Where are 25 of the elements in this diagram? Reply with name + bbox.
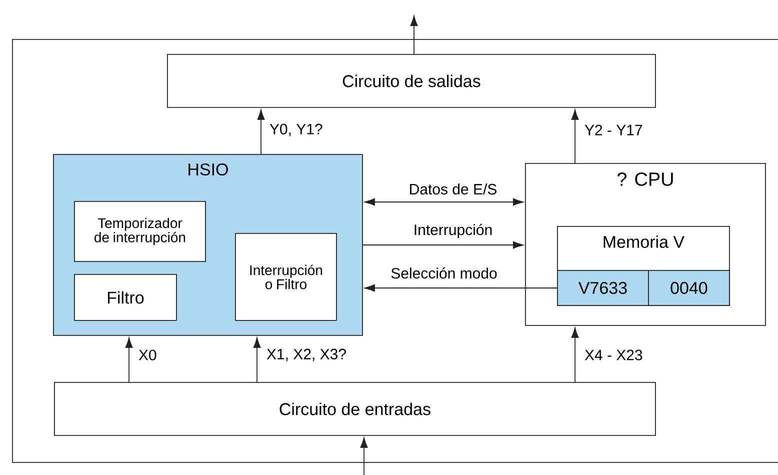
edge-label: Interrupción <box>412 222 494 240</box>
edge-label: Y2 - Y17 <box>583 124 644 136</box>
table-cell: 0040 <box>648 270 730 306</box>
arrow <box>257 110 265 154</box>
edge-label: X4 - X23 <box>583 348 644 362</box>
table-cell: V7633 <box>557 270 649 306</box>
arrow <box>253 338 261 382</box>
process-box: Interrupción o Filtro <box>235 233 337 321</box>
process-box: Temporizador de interrupción <box>74 201 206 262</box>
arrow <box>360 438 368 475</box>
arrow <box>410 16 418 54</box>
edge-label: X1, X2, X3? <box>265 348 348 362</box>
arrow <box>125 338 133 382</box>
arrow <box>571 328 579 382</box>
edge-label: Datos de E/S <box>408 182 498 196</box>
edge-label: Selección modo <box>390 266 498 280</box>
arrow <box>362 241 524 249</box>
process-box: Circuito de salidas <box>167 54 656 108</box>
arrow <box>571 110 579 164</box>
process-box: Circuito de entradas <box>54 382 656 436</box>
edge-label: Y0, Y1? <box>268 122 324 138</box>
arrow <box>364 198 524 206</box>
arrow <box>364 284 558 292</box>
process-box: Filtro <box>74 274 177 321</box>
edge-label: X0 <box>137 348 158 362</box>
